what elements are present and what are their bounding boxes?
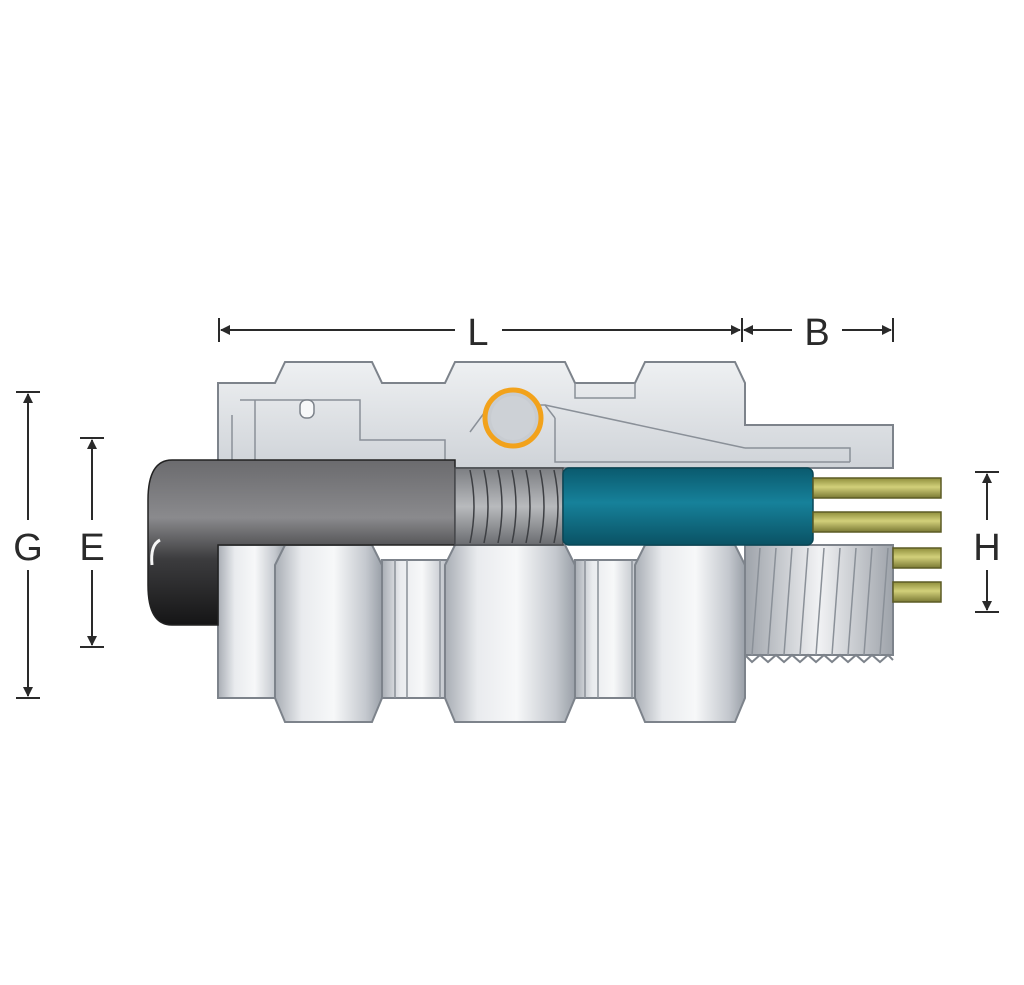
gland-upper-section	[217, 361, 894, 469]
dimension-label-E: E	[79, 527, 104, 569]
conductor-4	[892, 581, 942, 603]
conductor-2	[812, 511, 942, 533]
dimension-label-L: L	[467, 312, 488, 354]
dimension-G: G	[13, 391, 43, 699]
gland-lower-external	[217, 544, 894, 723]
dimension-B: B	[743, 312, 894, 354]
locking-slot	[299, 399, 315, 419]
cable-conductors	[812, 477, 942, 603]
dimension-E: E	[79, 437, 105, 648]
conductor-3	[892, 547, 942, 569]
dimension-label-H: H	[973, 527, 1000, 569]
dimension-label-G: G	[13, 527, 43, 569]
dimension-L: L	[218, 312, 743, 354]
o-ring	[482, 387, 544, 449]
conductor-1	[812, 477, 942, 499]
cable-outer-sheath	[147, 459, 456, 626]
thread-lines	[751, 547, 889, 656]
dimension-label-B: B	[804, 312, 829, 354]
cable-inner-sheath	[562, 467, 814, 546]
cable-armour	[454, 467, 564, 546]
dimension-H: H	[973, 471, 1001, 613]
